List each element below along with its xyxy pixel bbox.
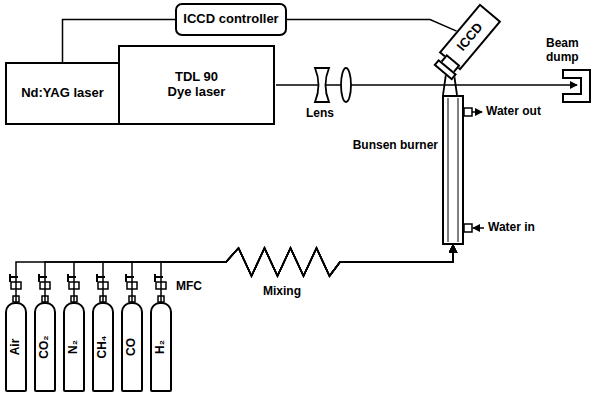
gas-name: CH₄ [96, 335, 110, 358]
part-label: Beam dump [546, 36, 590, 65]
valve-handle [126, 276, 134, 278]
controller-box: ICCD controller [175, 3, 287, 36]
gas-name: H₂ [154, 340, 168, 354]
convex-lens [341, 68, 351, 102]
valve-handle [67, 274, 69, 282]
box-title: ICCD controller [183, 12, 278, 27]
valve-handle [154, 274, 156, 282]
part-label: Mixing [263, 284, 301, 298]
valve-handle [39, 276, 47, 278]
valve-handle [125, 274, 127, 282]
gas-name: CO₂ [38, 335, 52, 358]
valve-handle [155, 276, 163, 278]
flow-label: Water out [486, 104, 541, 118]
part-label: Bunsen burner [353, 139, 438, 153]
gas-line [74, 245, 453, 302]
valve-handle [97, 276, 105, 278]
gas-cylinder: H₂ [150, 302, 172, 392]
gas-cylinder: CO₂ [34, 302, 56, 392]
gas-name: CO [125, 338, 139, 356]
gas-line [132, 245, 453, 302]
gas-line [45, 245, 453, 302]
gas-name: N₂ [67, 340, 81, 354]
laser-box: Nd:YAG laser [5, 62, 120, 125]
camera-body: ICCD [439, 3, 502, 70]
gas-name: Air [9, 339, 23, 356]
gas-cylinder: CH₄ [92, 302, 114, 392]
valve-handle [68, 276, 76, 278]
mfc-valves [10, 274, 166, 302]
gas-cylinder: CO [121, 302, 143, 392]
water-in-arrow [473, 227, 484, 229]
valve-handle [9, 274, 11, 282]
box-title: ICCD [454, 20, 486, 54]
box-title: Nd:YAG laser [21, 86, 104, 101]
box-title: TDL 90 Dye laser [165, 70, 229, 100]
valve-handle [10, 276, 18, 278]
burner-body: Bunsen burner [442, 95, 464, 245]
water-port [464, 108, 472, 116]
gas-cylinder: N₂ [63, 302, 85, 392]
part-label: MFC [176, 279, 202, 293]
beam-dump [563, 70, 590, 102]
laser-box: TDL 90 Dye laser [118, 45, 275, 125]
concave-lens [315, 68, 329, 102]
gas-line [16, 245, 453, 302]
water-port [464, 224, 472, 232]
gas-line [103, 245, 453, 302]
signal-wire [287, 20, 457, 32]
gas-cylinder: Air [5, 302, 27, 392]
part-label: Lens [306, 106, 334, 120]
valve-handle [38, 274, 40, 282]
flow-label: Water in [488, 220, 535, 234]
valve-handle [96, 274, 98, 282]
water-out-arrow [472, 111, 482, 113]
gas-line [161, 245, 453, 302]
burner-tube [448, 98, 449, 242]
burner-tube [458, 98, 459, 242]
